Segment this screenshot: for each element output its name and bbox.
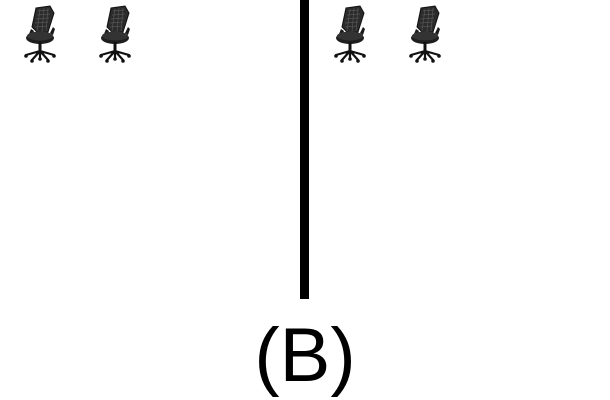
figure-caption: (B)	[254, 313, 356, 398]
office-chair-icon	[20, 5, 60, 65]
office-chair-icon	[330, 5, 370, 65]
vertical-divider	[300, 0, 309, 299]
office-chair-icon	[95, 5, 135, 65]
office-chair-icon	[405, 5, 445, 65]
